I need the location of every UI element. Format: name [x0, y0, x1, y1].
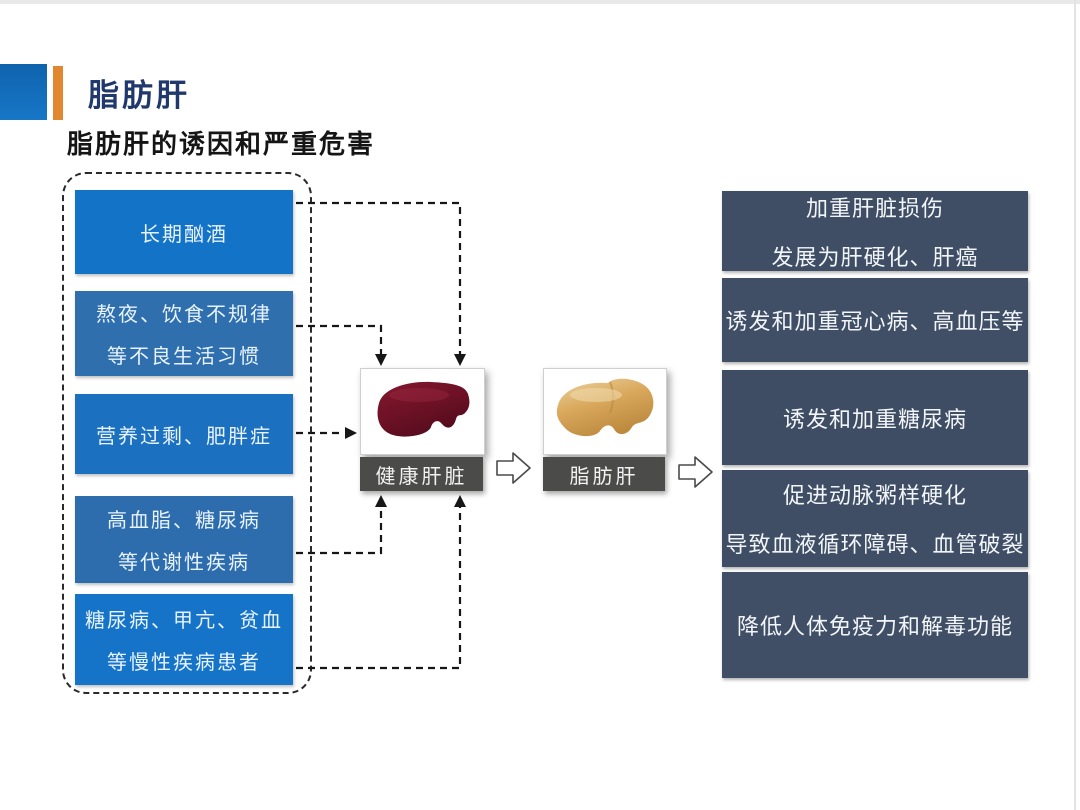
- page-right-border: [1074, 0, 1076, 810]
- connector-cause5: [296, 507, 462, 670]
- header-orange-bar: [53, 66, 63, 120]
- arrowhead-down-icon: [375, 354, 387, 366]
- cause-text: 高血脂、糖尿病: [107, 510, 261, 532]
- cause-box-overnutrition: 营养过剩、肥胖症: [75, 394, 293, 474]
- cause-text: 长期酗酒: [140, 223, 228, 246]
- effect-text: 诱发和加重冠心病、高血压等: [725, 309, 1025, 334]
- cause-box-metabolic: 高血脂、糖尿病 等代谢性疾病: [75, 496, 293, 583]
- effect-box-atherosclerosis: 促进动脉粥样硬化 导致血液循环障碍、血管破裂: [722, 470, 1028, 567]
- arrowhead-up-icon: [375, 495, 387, 507]
- fatty-liver-label-text: 脂肪肝: [569, 465, 639, 488]
- fatty-liver-label: 脂肪肝: [543, 457, 665, 491]
- header-blue-block: [0, 64, 47, 120]
- cause-box-lifestyle: 熬夜、饮食不规律 等不良生活习惯: [75, 291, 293, 376]
- arrowhead-right-icon: [345, 427, 357, 439]
- arrowhead-down-icon: [454, 354, 466, 366]
- cause-text: 等不良生活习惯: [107, 346, 261, 368]
- healthy-liver-label-text: 健康肝脏: [375, 465, 468, 488]
- cause-text: 熬夜、饮食不规律: [96, 304, 272, 326]
- cause-text: 营养过剩、肥胖症: [96, 425, 272, 448]
- section-heading: 脂肪肝的诱因和严重危害: [67, 129, 376, 159]
- effect-text: 促进动脉粥样硬化: [782, 483, 967, 508]
- slide-title: 脂肪肝: [88, 78, 190, 113]
- effect-text: 加重肝脏损伤: [805, 195, 944, 221]
- cause-text: 等慢性疾病患者: [107, 652, 261, 674]
- cause-text: 等代谢性疾病: [118, 552, 250, 574]
- fatty-liver-image: [556, 378, 654, 437]
- effect-box-diabetes: 诱发和加重糖尿病: [722, 370, 1028, 465]
- effect-text: 发展为肝硬化、肝癌: [771, 244, 979, 270]
- page-top-border: [0, 0, 1080, 4]
- fatty-liver-photo: [543, 368, 667, 455]
- cause-text: 糖尿病、甲亢、贫血: [85, 610, 283, 632]
- effect-box-liver-damage: 加重肝脏损伤 发展为肝硬化、肝癌: [722, 191, 1028, 271]
- arrowhead-up-icon: [454, 495, 466, 507]
- healthy-liver-photo: [360, 368, 485, 455]
- effect-text: 诱发和加重糖尿病: [782, 406, 967, 432]
- effect-box-heart-disease: 诱发和加重冠心病、高血压等: [722, 278, 1028, 362]
- cause-box-chronic: 糖尿病、甲亢、贫血 等慢性疾病患者: [75, 594, 293, 685]
- healthy-liver-image: [377, 381, 470, 437]
- healthy-liver-label: 健康肝脏: [360, 457, 483, 491]
- block-arrow-right-icon: [496, 452, 531, 484]
- effect-text: 降低人体免疫力和解毒功能: [736, 614, 1013, 639]
- cause-box-alcohol: 长期酗酒: [75, 190, 293, 274]
- connector-cause1: [296, 201, 462, 354]
- effect-text: 导致血液循环障碍、血管破裂: [725, 532, 1025, 557]
- effect-box-immunity: 降低人体免疫力和解毒功能: [722, 572, 1028, 678]
- block-arrow-right-icon: [678, 456, 713, 488]
